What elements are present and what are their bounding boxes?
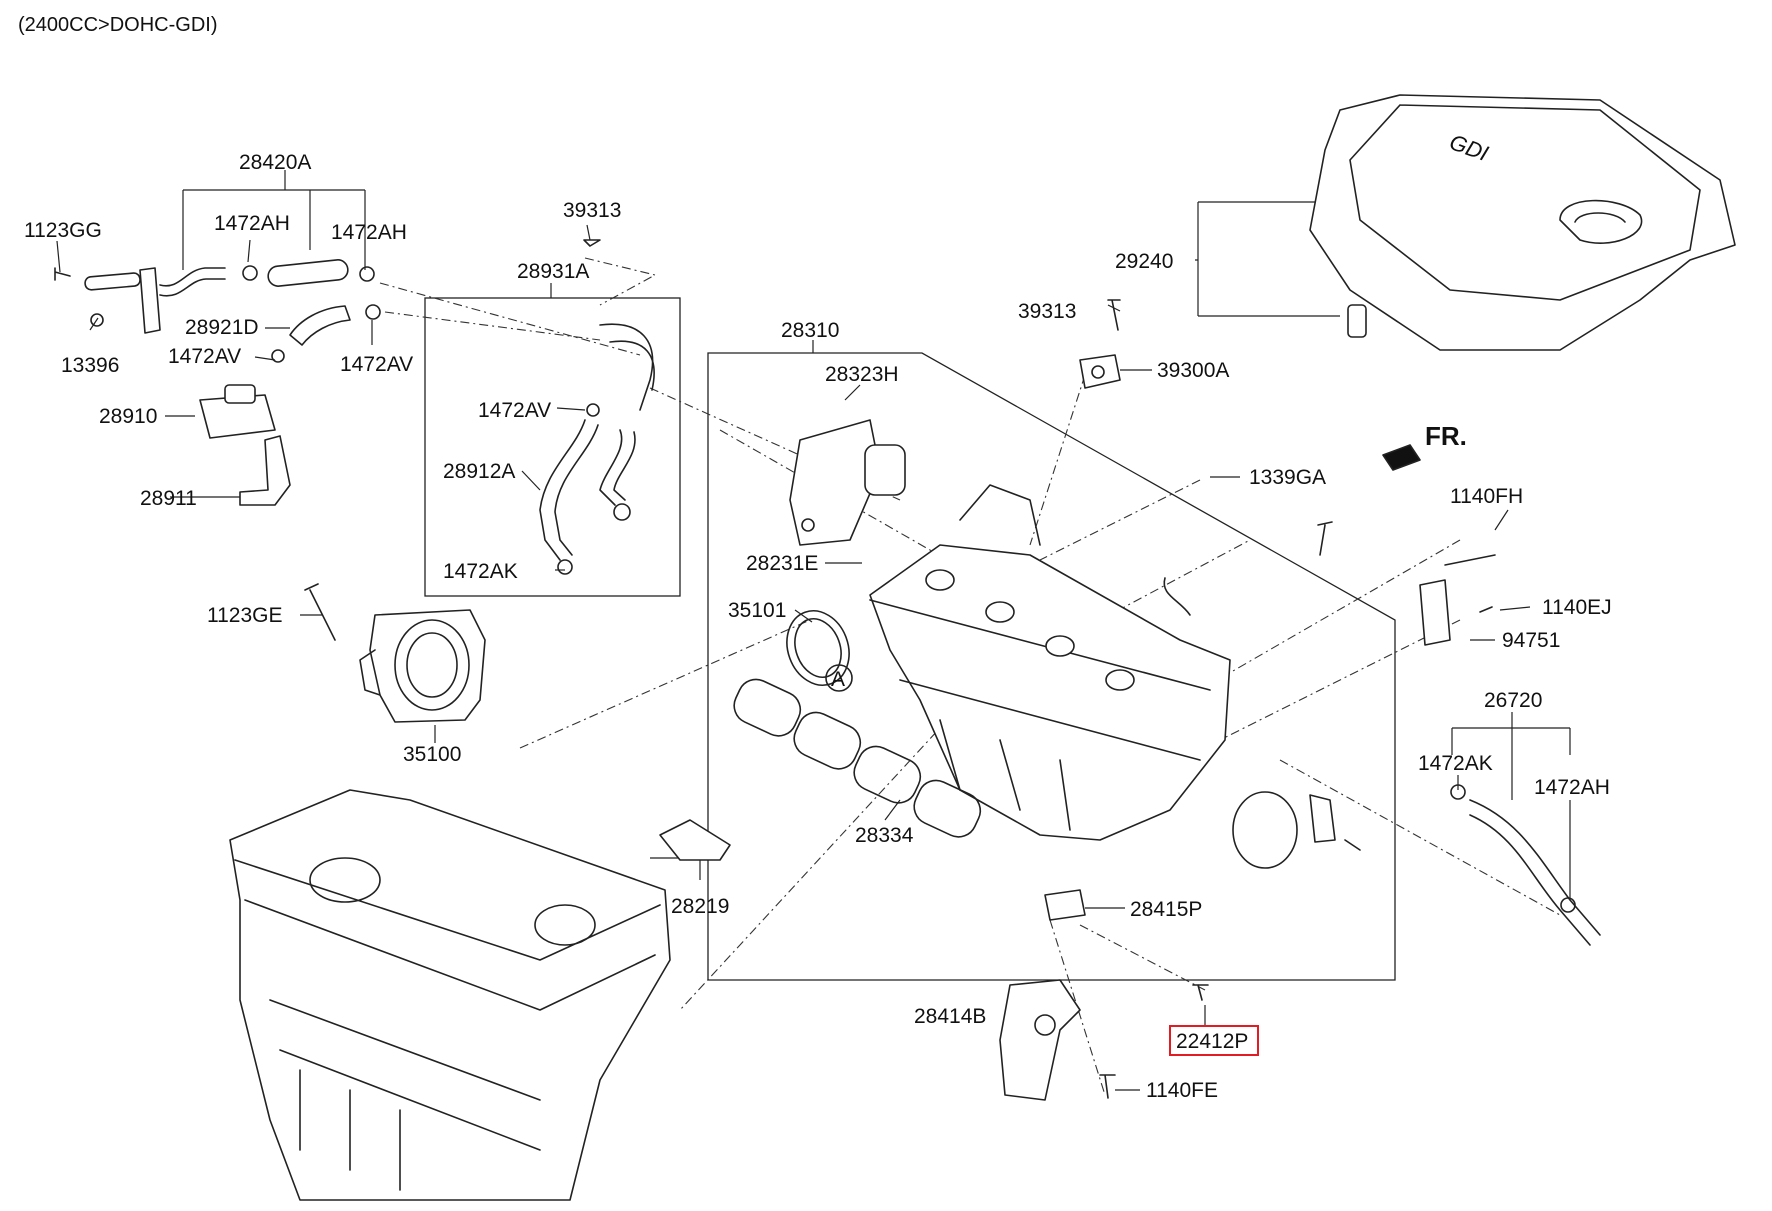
label-28912A: 28912A (443, 460, 515, 483)
label-39300A: 39300A (1157, 359, 1229, 382)
label-1472AH-right: 1472AH (331, 221, 407, 244)
label-1472AH-left: 1472AH (214, 212, 290, 235)
purge-valve (1232, 791, 1361, 869)
label-1140FH: 1140FH (1450, 485, 1523, 508)
label-39313-top: 39313 (563, 199, 621, 222)
label-1472AV-box: 1472AV (478, 399, 551, 422)
engine-spec-title: (2400CC>DOHC-GDI) (18, 14, 217, 36)
cylinder-head (229, 789, 671, 1201)
label-28323H: 28323H (825, 363, 899, 386)
front-marker-label: FR. (1425, 421, 1467, 451)
label-22412P: 22412P (1176, 1030, 1248, 1053)
highlight-box-22412P (1169, 1025, 1259, 1056)
pcv-return-hose (1450, 784, 1601, 946)
part-labels: 28420A 1123GG 1472AH 1472AH 13396 28921D… (24, 151, 1612, 1102)
label-29240: 29240 (1115, 250, 1173, 273)
label-1339GA: 1339GA (1249, 466, 1326, 489)
label-28415P: 28415P (1130, 898, 1202, 921)
label-1472AV-right: 1472AV (340, 353, 413, 376)
pcv-hose-assembly (54, 259, 381, 506)
label-39313-right: 39313 (1018, 300, 1076, 323)
label-1472AK-right: 1472AK (1418, 752, 1493, 775)
heat-shield (659, 819, 731, 861)
label-1140FE: 1140FE (1146, 1079, 1218, 1102)
label-13396: 13396 (61, 354, 119, 377)
label-1472AK-box: 1472AK (443, 560, 518, 583)
label-1123GE: 1123GE (207, 604, 283, 627)
label-28921D: 28921D (185, 316, 259, 339)
label-28414B: 28414B (914, 1005, 986, 1028)
front-arrow-icon (1382, 444, 1421, 471)
throttle-body (304, 583, 486, 723)
throttle-gasket (786, 610, 850, 686)
label-1140EJ: 1140EJ (1542, 596, 1612, 619)
map-sensor (1079, 299, 1121, 389)
group-box-28931A (424, 297, 681, 597)
throttle-gasket-inner (794, 618, 842, 678)
label-28910: 28910 (99, 405, 157, 428)
label-1472AV-left: 1472AV (168, 345, 241, 368)
label-28931A: 28931A (517, 260, 589, 283)
label-35100: 35100 (403, 743, 461, 766)
intake-gasket (733, 678, 982, 838)
label-1123GG: 1123GG (24, 219, 102, 242)
label-28219: 28219 (671, 895, 729, 918)
callout-a-letter: A (831, 668, 845, 691)
manifold-brackets (999, 521, 1496, 1101)
label-28231E: 28231E (746, 552, 818, 575)
label-28310: 28310 (781, 319, 839, 342)
label-28420A: 28420A (239, 151, 311, 174)
label-35101: 35101 (728, 599, 786, 622)
label-28334: 28334 (855, 824, 914, 847)
callout-a-circle (825, 664, 853, 692)
variable-intake-actuator (789, 419, 906, 546)
group-box-28310 (707, 352, 1396, 981)
label-1472AH-hose: 1472AH (1534, 776, 1610, 799)
label-28911: 28911 (140, 487, 197, 510)
leader-lines (56, 170, 1571, 1091)
breather-hose-assembly (539, 239, 655, 575)
label-94751: 94751 (1502, 629, 1560, 652)
label-26720: 26720 (1484, 689, 1542, 712)
intake-manifold (869, 484, 1231, 841)
engine-cover: GDI (1309, 94, 1736, 351)
